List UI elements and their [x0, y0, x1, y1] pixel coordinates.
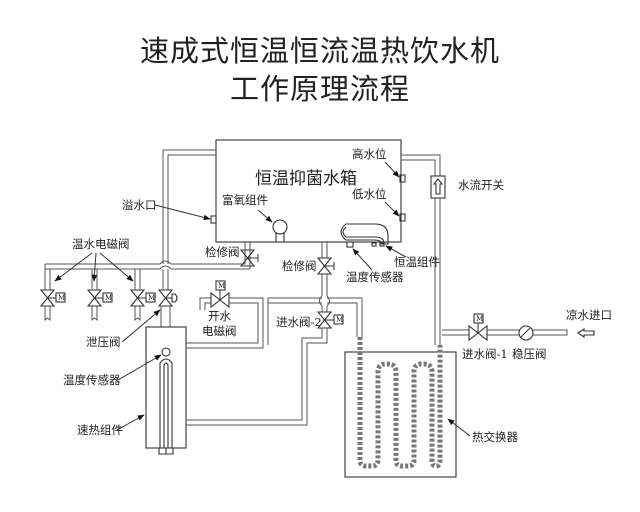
- inlet-valve-1: M: [468, 313, 488, 342]
- service-valve-1: [239, 249, 259, 267]
- warm-solenoid-valve-1: M: [39, 289, 66, 322]
- heater-sensor-arrow: [117, 354, 162, 381]
- heater-arrow: [116, 414, 145, 431]
- motor-mark: M: [336, 316, 343, 324]
- exchanger-arrow: [447, 418, 471, 437]
- low-level-arrow: [384, 201, 400, 217]
- boiling-valve-label-1: 开水: [208, 309, 231, 323]
- relief-valve: [157, 289, 178, 307]
- low-level-sensor: [399, 213, 406, 222]
- inlet-valve-1-label: 进水阀-1: [462, 347, 508, 361]
- boiling-valve-label-2: 电磁阀: [202, 324, 237, 338]
- heat-exchanger-label: 热交换器: [472, 430, 518, 444]
- heater-label: 速热组件: [77, 423, 123, 437]
- heater-temp-sensor: [161, 347, 171, 357]
- motor-mark: M: [476, 315, 483, 323]
- flow-switch: [430, 175, 446, 199]
- oxygen-arrow: [257, 209, 273, 223]
- warm-arrow-1: [54, 252, 93, 282]
- warm-arrow-3: [99, 252, 134, 282]
- overflow-label: 溢水口: [122, 198, 157, 212]
- warm-solenoid-label: 温水电磁阀: [72, 237, 130, 251]
- oxygen-label: 富氧组件: [222, 193, 268, 207]
- low-level-label: 低水位: [352, 187, 387, 201]
- service-valve-2: [316, 257, 335, 275]
- instant-heater: [145, 326, 187, 449]
- relief-valve-label: 泄压阀: [86, 335, 121, 349]
- motor-mark: M: [218, 282, 225, 290]
- inlet-valve-2: M: [316, 311, 344, 329]
- warm-solenoid-valve-3: M: [129, 289, 156, 322]
- cold-inlet-arrow-icon: [577, 327, 595, 339]
- motor-mark: M: [105, 294, 112, 302]
- service-valve-1-label: 检修阀: [205, 245, 240, 259]
- diagram-subtitle: 工作原理流程: [229, 72, 410, 106]
- warm-solenoid-valve-2: M: [86, 289, 113, 322]
- diagram-title: 速成式恒温恒流温热饮水机: [139, 34, 500, 68]
- constant-temp-tank: [215, 139, 402, 243]
- heat-exchanger: [344, 351, 457, 478]
- thermostat-component: [340, 223, 389, 245]
- tank-temp-sensor-label: 温度传感器: [346, 270, 404, 284]
- warm-arrow-2: [91, 252, 98, 282]
- thermostat-label: 恒温组件: [394, 255, 440, 269]
- overflow-arrow: [154, 204, 211, 221]
- boiling-solenoid-valve: M: [210, 280, 230, 309]
- motor-mark: M: [148, 294, 155, 302]
- oxygen-component: [272, 219, 288, 235]
- exchanger-coil: [357, 337, 443, 469]
- thermostat-arrow: [385, 245, 407, 258]
- high-level-sensor: [399, 174, 406, 183]
- heater-temp-sensor-label: 温度传感器: [63, 373, 121, 387]
- overflow-port: [210, 215, 217, 224]
- high-level-arrow: [384, 161, 400, 178]
- tank-temp-sensor-arrow: [352, 248, 373, 271]
- regulator-label: 稳压阀: [512, 347, 547, 361]
- pressure-regulator: [518, 325, 534, 341]
- flow-switch-label: 水流开关: [458, 178, 504, 192]
- high-level-label: 高水位: [352, 147, 387, 161]
- relief-arrow: [121, 309, 161, 343]
- tank-label: 恒温抑菌水箱: [255, 169, 357, 189]
- service-valve-2-label: 检修阀: [282, 259, 317, 273]
- cold-inlet-label: 凉水进口: [566, 308, 612, 322]
- motor-mark: M: [58, 294, 65, 302]
- inlet-valve-2-label: 进水阀-2: [276, 315, 322, 329]
